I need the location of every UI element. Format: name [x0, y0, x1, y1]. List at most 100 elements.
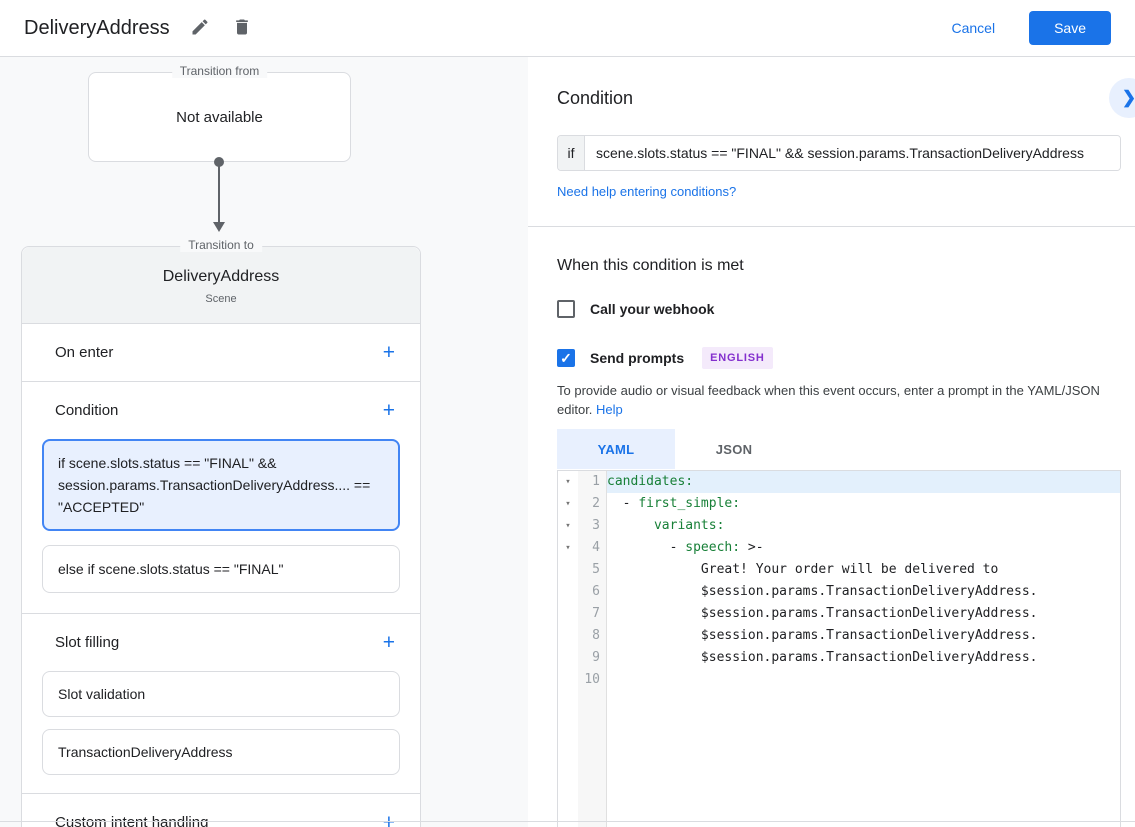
when-condition-title: When this condition is met	[557, 257, 744, 274]
code-line: - first_simple:	[607, 496, 741, 511]
line-number: 9	[592, 650, 600, 665]
transition-from-legend: Transition from	[171, 64, 268, 78]
scene-name: DeliveryAddress	[162, 268, 280, 285]
transition-from-box: Transition from Not available	[88, 64, 351, 162]
custom-intent-label: Custom intent handling	[55, 814, 209, 827]
line-number: 1	[592, 474, 600, 489]
prompt-hint-body: To provide audio or visual feedback when…	[557, 383, 1100, 417]
code-line: - speech: >-	[607, 540, 764, 555]
editor-tabs: YAML JSON	[557, 429, 1121, 469]
section-slot-filling: Slot filling +	[22, 614, 420, 671]
send-prompts-label: Send prompts	[590, 350, 685, 366]
connector-dot	[214, 157, 224, 167]
code-line: $session.params.TransactionDeliveryAddre…	[607, 584, 1038, 599]
add-on-enter-icon[interactable]: +	[382, 341, 395, 364]
fold-arrow-icon[interactable]: ▾	[565, 543, 571, 553]
line-number: 5	[592, 562, 600, 577]
call-webhook-label: Call your webhook	[590, 301, 715, 317]
fold-arrow-icon[interactable]: ▾	[565, 499, 571, 509]
condition-expression-row: if	[557, 135, 1121, 171]
line-number: 7	[592, 606, 600, 621]
tab-yaml[interactable]: YAML	[557, 429, 675, 469]
help-link[interactable]: Help	[596, 402, 623, 417]
chevron-right-icon: ❯	[1121, 88, 1135, 107]
yaml-code-editor[interactable]: ▾ ▾ ▾ ▾ 1 2 3 4 5 6 7 8 9 10 candidates: - first_sim…	[557, 470, 1121, 827]
line-number: 2	[592, 496, 600, 511]
call-webhook-checkbox[interactable]	[557, 300, 575, 318]
divider	[22, 613, 420, 614]
on-enter-label: On enter	[55, 344, 114, 361]
webhook-row: Call your webhook	[557, 300, 1121, 318]
delete-button[interactable]	[230, 15, 254, 42]
if-prefix-label: if	[558, 136, 585, 170]
save-button[interactable]: Save	[1029, 11, 1111, 45]
code-area[interactable]: candidates: - first_simple: variants: - …	[607, 471, 1120, 827]
code-line: variants:	[653, 518, 725, 533]
tab-json[interactable]: JSON	[715, 441, 753, 457]
add-slot-icon[interactable]: +	[382, 631, 395, 654]
send-prompts-checkbox[interactable]: ✓	[557, 349, 575, 367]
send-prompts-row: ✓ Send prompts ENGLISH	[557, 347, 1121, 369]
code-line: Great! Your order will be delivered to	[607, 562, 999, 577]
code-line: $session.params.TransactionDeliveryAddre…	[607, 628, 1038, 643]
scene-card: Transition to DeliveryAddress Scene On e…	[21, 238, 421, 827]
fold-gutter-cell	[558, 647, 578, 669]
code-line	[607, 669, 1120, 691]
condition-card[interactable]: if scene.slots.status == "FINAL" && sess…	[42, 439, 400, 531]
add-custom-intent-icon[interactable]: +	[382, 811, 395, 827]
section-condition: Condition +	[22, 382, 420, 439]
top-bar: DeliveryAddress Cancel Save	[0, 0, 1135, 57]
transition-from-value: Not available	[176, 109, 263, 126]
connector-line	[218, 165, 220, 223]
section-on-enter: On enter +	[22, 324, 420, 381]
condition-card[interactable]: else if scene.slots.status == "FINAL"	[42, 545, 400, 593]
language-badge: ENGLISH	[702, 347, 773, 369]
line-number: 6	[592, 584, 600, 599]
fold-gutter-cell	[558, 603, 578, 625]
section-custom-intent: Custom intent handling +	[22, 794, 420, 827]
scene-type-label: Scene	[205, 293, 237, 305]
divider	[22, 793, 420, 794]
divider	[528, 226, 1135, 227]
prompt-hint-text: To provide audio or visual feedback when…	[557, 381, 1121, 419]
fold-gutter-cell	[558, 559, 578, 581]
line-number: 3	[592, 518, 600, 533]
condition-panel-title: Condition	[557, 88, 634, 108]
slot-card[interactable]: TransactionDeliveryAddress	[42, 729, 400, 775]
line-number-gutter: 1 2 3 4 5 6 7 8 9 10	[578, 471, 607, 827]
fold-gutter-cell	[558, 625, 578, 647]
code-line: candidates:	[607, 471, 1120, 493]
page-title: DeliveryAddress	[24, 16, 170, 39]
scene-card-header: Transition to DeliveryAddress Scene	[22, 238, 420, 324]
fold-arrow-icon[interactable]: ▾	[565, 477, 571, 487]
code-line: $session.params.TransactionDeliveryAddre…	[607, 606, 1038, 621]
condition-card-list: if scene.slots.status == "FINAL" && sess…	[22, 439, 420, 613]
condition-detail-panel: Condition ❯ if Need help entering condit…	[528, 57, 1135, 827]
divider	[22, 381, 420, 382]
fold-gutter-cell	[558, 669, 578, 691]
fold-arrow-icon[interactable]: ▾	[565, 521, 571, 531]
line-number: 10	[584, 672, 600, 687]
collapse-panel-button[interactable]: ❯	[1109, 78, 1135, 118]
condition-expression-input[interactable]	[585, 136, 1120, 170]
slot-card[interactable]: Slot validation	[42, 671, 400, 717]
line-number: 8	[592, 628, 600, 643]
add-condition-icon[interactable]: +	[382, 399, 395, 422]
line-number: 4	[592, 540, 600, 555]
checkmark-icon: ✓	[560, 349, 572, 366]
edit-button[interactable]	[188, 15, 212, 42]
slot-filling-label: Slot filling	[55, 634, 120, 651]
trash-icon	[232, 17, 252, 40]
flow-panel: Transition from Not available Transition…	[0, 57, 528, 827]
fold-gutter: ▾ ▾ ▾ ▾	[558, 471, 578, 827]
pencil-icon	[190, 17, 210, 40]
cancel-button[interactable]: Cancel	[951, 20, 996, 36]
fold-gutter-cell	[558, 581, 578, 603]
code-line: $session.params.TransactionDeliveryAddre…	[607, 650, 1038, 665]
viewport-bottom-divider	[0, 821, 1135, 822]
connector-arrowhead-icon	[213, 222, 225, 232]
condition-label: Condition	[55, 402, 119, 419]
transition-to-legend: Transition to	[180, 238, 262, 252]
condition-help-link[interactable]: Need help entering conditions?	[557, 184, 737, 199]
